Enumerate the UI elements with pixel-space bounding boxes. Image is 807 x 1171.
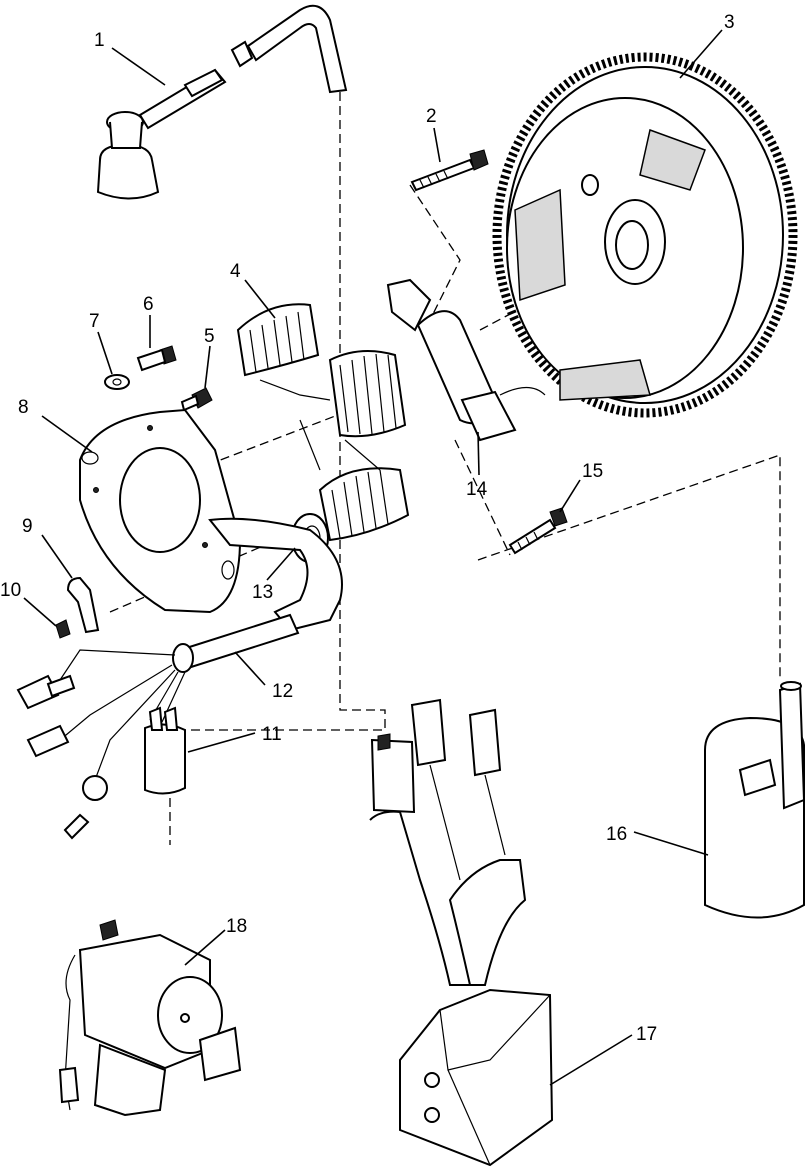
callout-9: 9 xyxy=(22,516,33,537)
callout-leader-lines xyxy=(23,29,723,1086)
part-6-screw xyxy=(136,345,177,372)
callout-10: 10 xyxy=(0,580,21,601)
callout-8: 8 xyxy=(18,397,29,418)
callout-7: 7 xyxy=(89,311,100,332)
part-17-cdi-module xyxy=(369,698,554,1167)
part-16-ignition-coil xyxy=(704,681,806,919)
part-4-stator-coils xyxy=(236,303,410,542)
callout-labels: 1 2 3 4 5 6 7 8 9 10 11 12 13 14 15 16 1… xyxy=(0,12,735,1045)
callout-17: 17 xyxy=(636,1024,657,1045)
callout-12: 12 xyxy=(272,681,293,702)
callout-18: 18 xyxy=(226,916,247,937)
callout-1: 1 xyxy=(94,30,105,51)
callout-3: 3 xyxy=(724,12,735,33)
callout-4: 4 xyxy=(230,261,241,282)
part-3-flywheel xyxy=(492,52,798,418)
callout-15: 15 xyxy=(582,461,603,482)
part-14-coil xyxy=(386,278,546,442)
callout-2: 2 xyxy=(426,106,437,127)
callout-16: 16 xyxy=(606,824,627,845)
callout-5: 5 xyxy=(204,326,215,347)
part-18-starter-solenoid xyxy=(58,919,242,1117)
part-15-bolt xyxy=(508,507,568,555)
part-5-screw xyxy=(180,387,213,412)
part-7-washer xyxy=(104,374,130,390)
callout-11: 11 xyxy=(262,724,282,745)
part-1-spark-plug-cap xyxy=(96,4,348,200)
part-9-clamp xyxy=(66,576,100,634)
part-8-stator-plate xyxy=(79,408,242,614)
callout-6: 6 xyxy=(143,294,154,315)
part-12-wire-harness xyxy=(16,517,343,840)
part-2-bolt xyxy=(410,149,489,192)
callout-13: 13 xyxy=(252,582,273,603)
callout-14: 14 xyxy=(466,479,488,500)
part-11-connector xyxy=(144,706,186,795)
part-10-screw xyxy=(55,619,71,639)
